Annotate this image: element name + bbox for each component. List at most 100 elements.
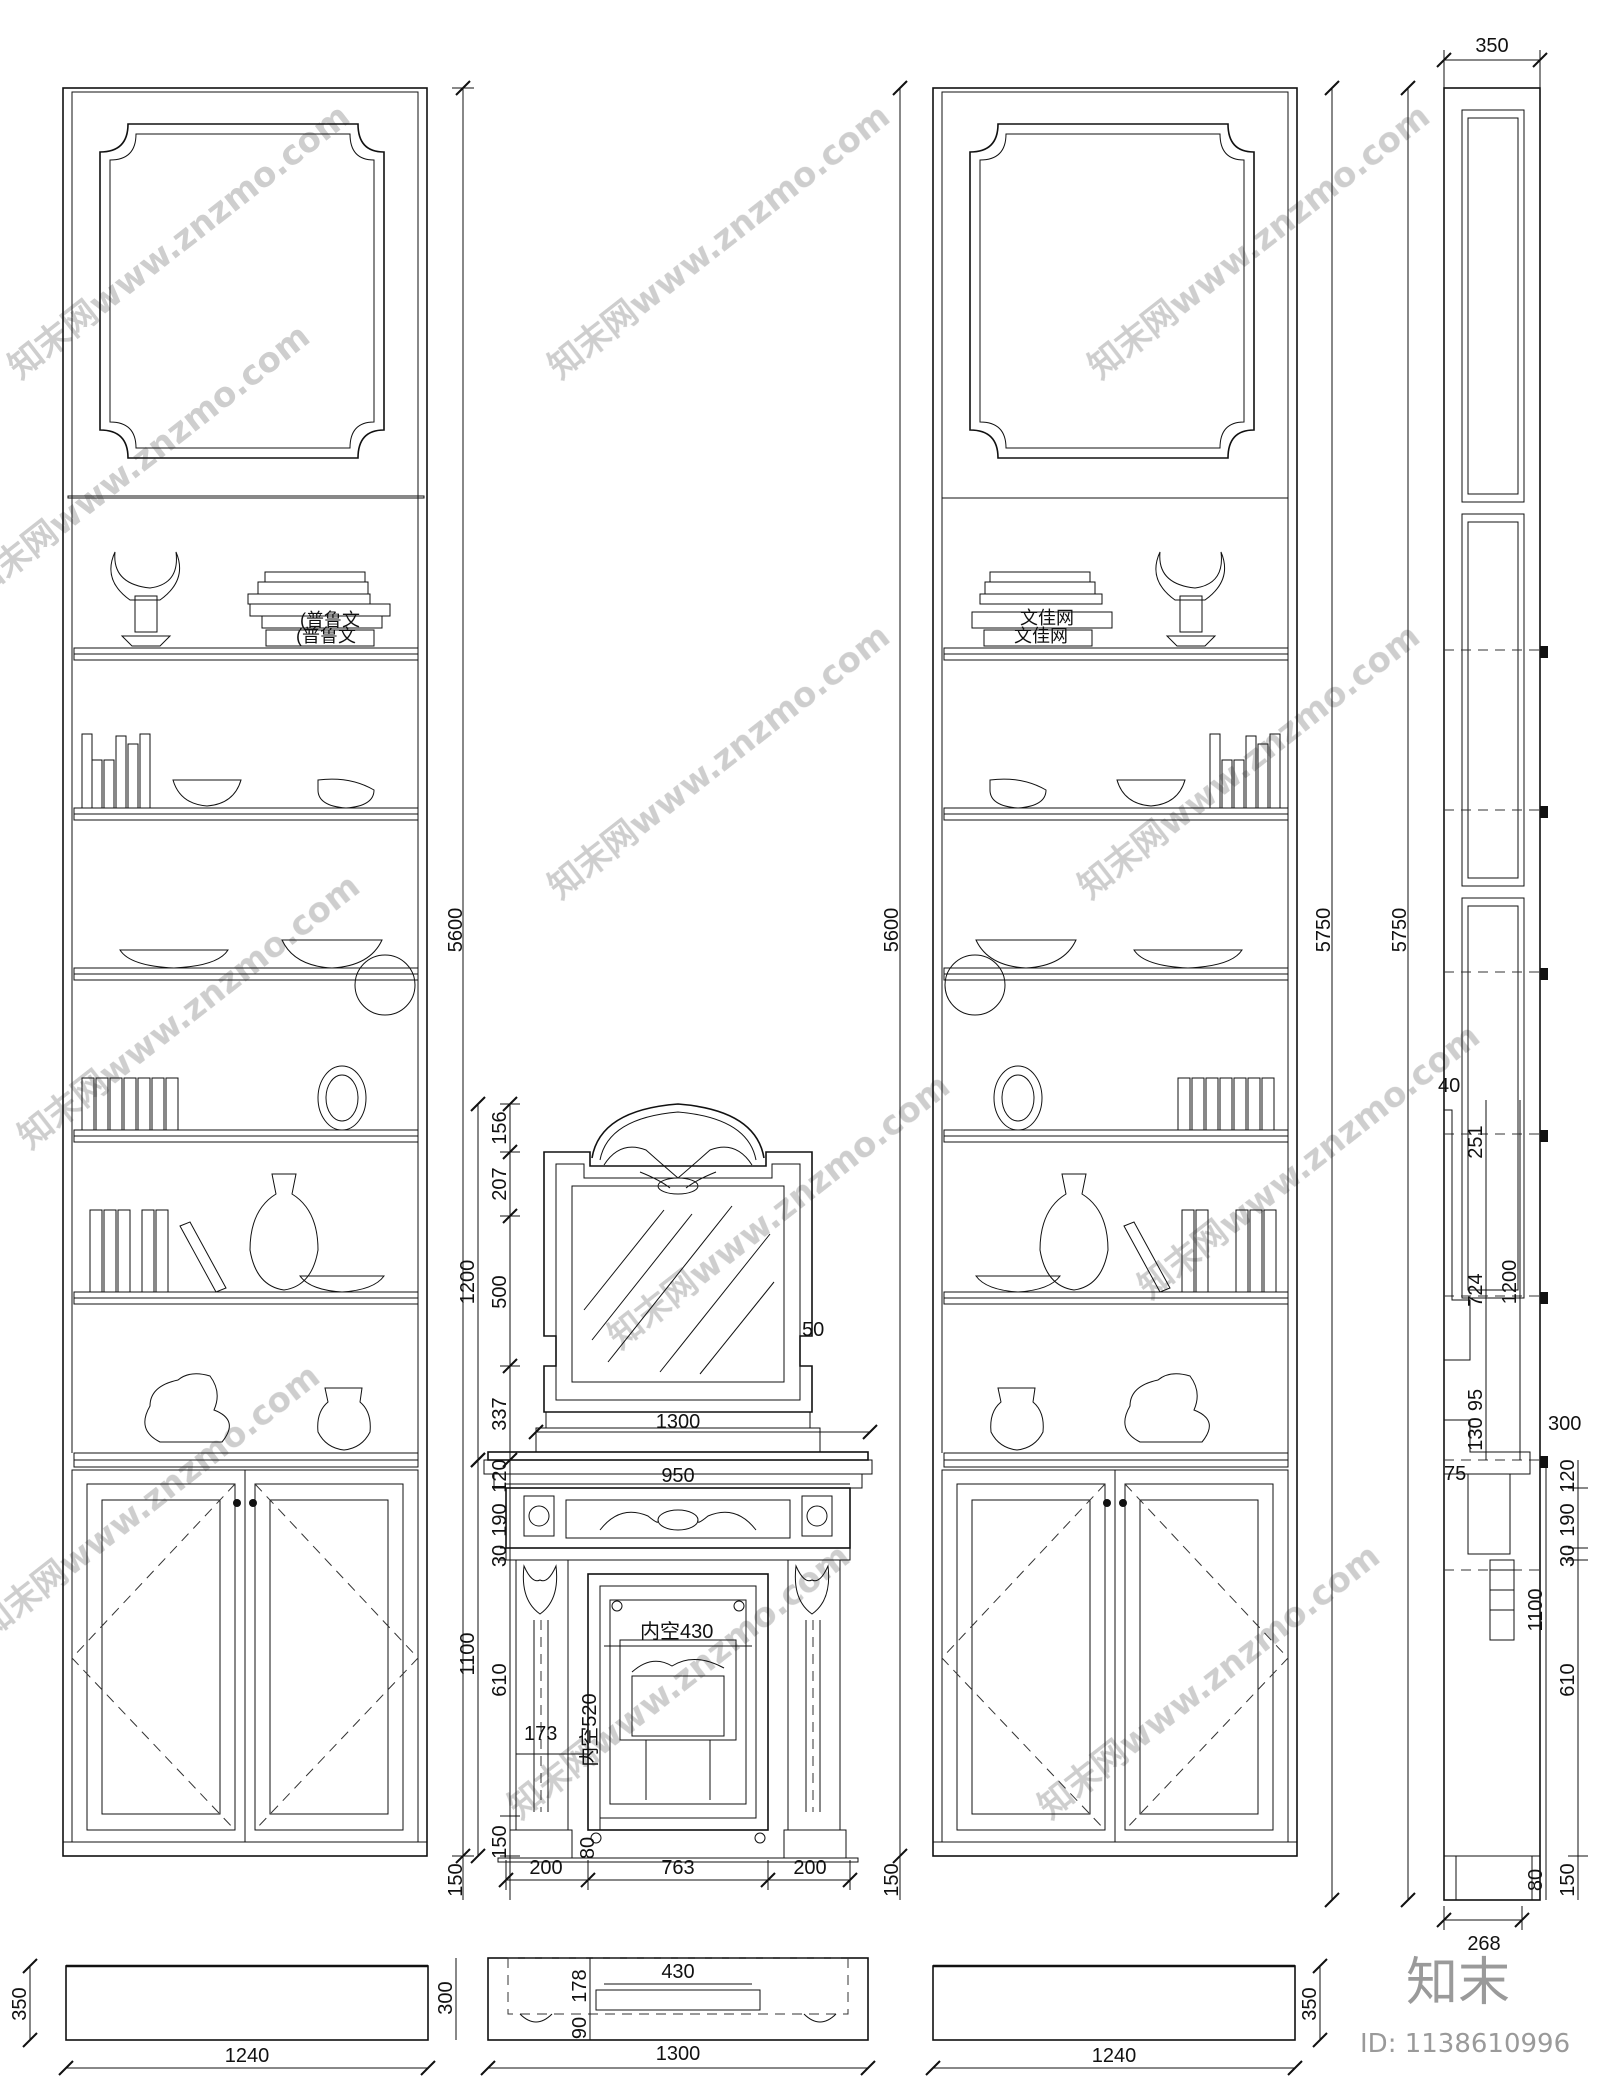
dim-side-150: 150 [1557, 1863, 1579, 1896]
dim-mirror-500: 500 [489, 1275, 511, 1308]
firebox-surround [587, 1573, 769, 1831]
center-dimensions: 156 207 500 337 1200 50 1300 950 1100 12… [457, 1096, 878, 1900]
vase [317, 1387, 371, 1451]
dim-mantel-950: 950 [661, 1465, 694, 1487]
dim-side-130: 130 [1465, 1417, 1487, 1450]
dim-mirror-207: 207 [489, 1167, 511, 1200]
vase [249, 1173, 319, 1291]
dim-mantel-1100: 1100 [457, 1632, 479, 1675]
watermark: 知末网www.znzmo.com [541, 616, 898, 907]
plate [119, 949, 229, 969]
dim-plan-right-depth: 350 [1299, 1987, 1321, 2020]
cabinet-door [956, 1483, 1106, 1831]
dim-mirror-156: 156 [489, 1111, 511, 1144]
plan-views: 350 1240 300 178 90 430 1300 350 1240 [9, 1957, 1328, 2076]
teapot [989, 778, 1047, 809]
side-dimensions: 350 5750 40 251 724 1200 95 130 300 75 1… [1389, 35, 1588, 1955]
dim-mirror-1200: 1200 [457, 1260, 479, 1305]
decorative-plate [317, 1065, 367, 1131]
books-upright [1209, 733, 1281, 809]
books-upright [81, 733, 151, 809]
right-cabinet-dimensions: 5600 150 5750 [881, 80, 1340, 1908]
frieze [505, 1487, 851, 1549]
vase [990, 1387, 1044, 1451]
dim-side-40: 40 [1438, 1075, 1460, 1097]
decorative-plate [993, 1065, 1043, 1131]
left-cabinet-dimensions: 5600 150 [445, 80, 474, 1900]
vase [1039, 1173, 1109, 1291]
plan-right [932, 1965, 1296, 2041]
carved-bracket [1489, 1559, 1515, 1641]
right-cabinet-elevation: 文佳网 文佳网 [932, 87, 1298, 1857]
plate [299, 1275, 385, 1293]
dim-mantel-120: 120 [489, 1459, 511, 1492]
dim-plan-right-width: 1240 [1092, 2045, 1137, 2067]
side-panel [1461, 897, 1525, 1299]
plate [975, 1275, 1061, 1293]
watermark: 知末网www.znzmo.com [11, 866, 368, 1157]
mirror-glass [571, 1185, 785, 1383]
books-upright [1123, 1209, 1277, 1293]
detail-callout-circle [354, 954, 416, 1016]
dim-fp-763: 763 [661, 1857, 694, 1879]
dim-side-75: 75 [1444, 1463, 1466, 1485]
dim-mantel-30: 30 [489, 1545, 511, 1567]
book-label: (普鲁文 [300, 610, 360, 630]
sculpture-vase [144, 1373, 230, 1443]
book-label: 文佳网 [1014, 626, 1068, 646]
watermark: 知末网www.znzmo.com [1081, 96, 1438, 387]
dim-mantel-610: 610 [489, 1663, 511, 1696]
fireplace-mantel-elevation [483, 1103, 873, 1863]
side-panel [1461, 109, 1525, 503]
watermark: 知末网www.znzmo.com [1031, 1536, 1388, 1827]
cabinet-door [86, 1483, 236, 1831]
dim-plan-mid-90: 90 [569, 2017, 591, 2039]
dim-cabinet-height: 5600 [881, 908, 903, 953]
dim-side-251: 251 [1465, 1125, 1487, 1158]
cabinet-door [254, 1483, 404, 1831]
dim-inner-width: 内空430 [640, 1620, 713, 1643]
dim-side-1100: 1100 [1525, 1588, 1547, 1631]
dim-overall-height: 5750 [1389, 908, 1411, 953]
site-logo: 知末 [1406, 1953, 1510, 2013]
books-upright [89, 1209, 227, 1293]
detail-callout-circle [944, 954, 1006, 1016]
left-cabinet-elevation: (普鲁文 (普鲁文 [62, 87, 428, 1857]
dim-plan-mid-430: 430 [661, 1961, 694, 1983]
dim-side-724: 724 [1465, 1273, 1487, 1306]
teapot [317, 778, 375, 809]
mirror-crown [591, 1103, 765, 1159]
bowl [1116, 779, 1186, 807]
dim-top-width: 350 [1475, 35, 1508, 57]
bowl [281, 939, 383, 969]
plate [1133, 949, 1243, 969]
book-stack: 文佳网 文佳网 [971, 571, 1113, 647]
watermark: 知末网www.znzmo.com [1131, 1016, 1488, 1307]
dim-pilaster-173: 173 [524, 1723, 557, 1745]
dim-fp-200-right: 200 [793, 1857, 826, 1879]
firebox-opening [609, 1599, 747, 1805]
dim-plan-mid-178: 178 [569, 1969, 591, 2002]
dim-mantel-1300: 1300 [656, 1411, 701, 1433]
watermark: 知末网www.znzmo.com [0, 1356, 328, 1647]
dim-fp-200-left: 200 [529, 1857, 562, 1879]
watermark: 知末网www.znzmo.com [541, 96, 898, 387]
dim-side-depth: 268 [1467, 1933, 1500, 1955]
dim-mantel-150: 150 [489, 1825, 511, 1858]
bull-horn-ornament [110, 551, 180, 647]
side-elevation [1443, 87, 1548, 1901]
dim-side-610: 610 [1557, 1663, 1579, 1696]
dim-overall-height: 5750 [1313, 908, 1335, 953]
watermark: 知末网www.znzmo.com [601, 1066, 958, 1357]
top-panel-frame [969, 123, 1255, 459]
dim-side-190: 190 [1557, 1503, 1579, 1536]
dim-plan-mid-depth: 300 [435, 1981, 457, 2014]
book-label: (普鲁文 [296, 626, 356, 646]
dim-side-80: 80 [1525, 1869, 1547, 1891]
dim-inner-height: 内空520 [578, 1693, 601, 1766]
books-slanted [1177, 1077, 1275, 1131]
dim-side-30: 30 [1557, 1545, 1579, 1567]
dim-side-95: 95 [1465, 1389, 1487, 1411]
dim-base-height: 150 [881, 1863, 903, 1896]
books-slanted [81, 1077, 179, 1131]
